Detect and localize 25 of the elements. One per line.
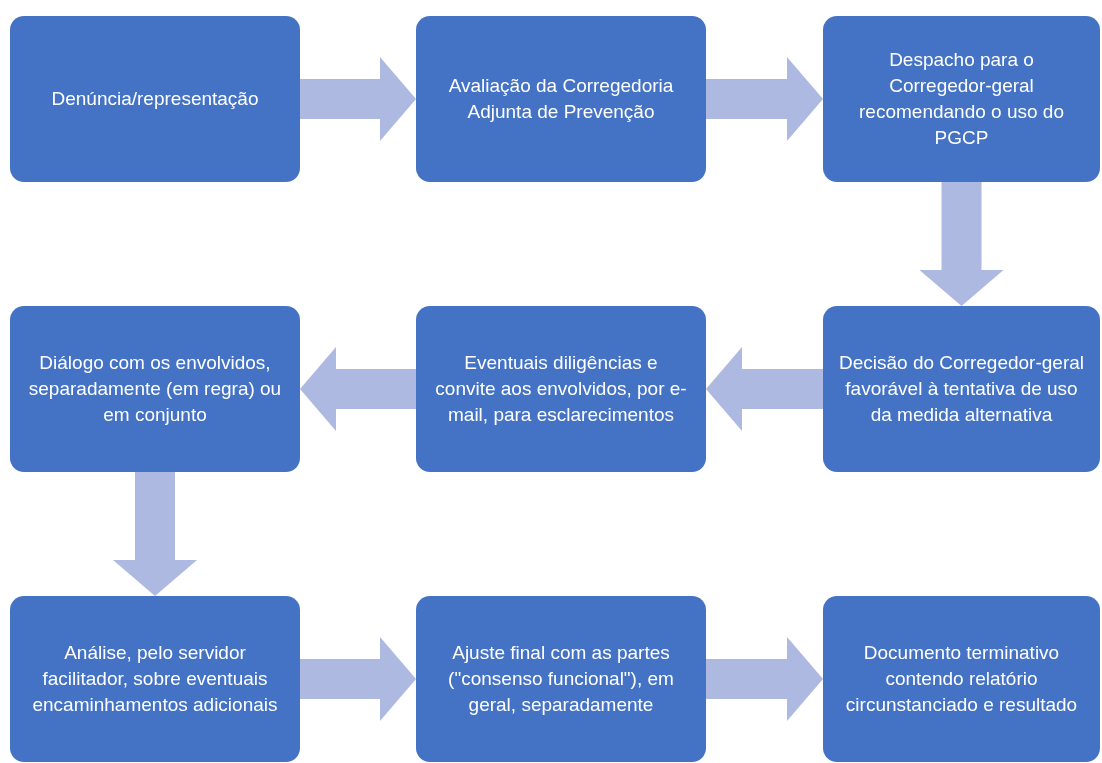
process-box <box>10 306 300 472</box>
step-text: Diálogo com os envolvidos, separadamente (em regra) ou em conjunto <box>27 351 283 427</box>
block-arrow <box>300 57 416 141</box>
block-arrow <box>300 347 416 431</box>
step-text: Despacho para o Corregedor-geral recomendando o uso do PGCP <box>858 48 1065 150</box>
process-box <box>416 596 706 762</box>
block-arrow <box>706 57 823 141</box>
process-box <box>823 596 1100 762</box>
step-text: Decisão do Corregedor-geral favorável à tentativa de uso da medida alternativa <box>839 351 1084 427</box>
process-box <box>416 306 706 472</box>
step-text: Eventuais diligências e convite aos envolvidos, por e-mail, para esclarecimentos <box>434 351 688 427</box>
process-box <box>10 596 300 762</box>
block-arrow <box>919 182 1004 306</box>
process-box <box>10 16 300 182</box>
process-box <box>416 16 706 182</box>
step-text: Documento terminativo contendo relatório circunstanciado e resultado <box>844 641 1079 717</box>
block-arrow <box>706 347 823 431</box>
step-text: Ajuste final com as partes ("consenso funcional"), em geral, separadamente <box>447 641 675 717</box>
process-box <box>823 306 1100 472</box>
process-box <box>823 16 1100 182</box>
step-text: Análise, pelo servidor facilitador, sobre eventuais encaminhamentos adicionais <box>31 641 279 717</box>
block-arrow <box>113 472 197 596</box>
block-arrow <box>706 637 823 721</box>
step-text: Denúncia/representação <box>51 87 259 111</box>
step-text: Avaliação da Corregedoria Adjunta de Prevenção <box>447 74 675 124</box>
